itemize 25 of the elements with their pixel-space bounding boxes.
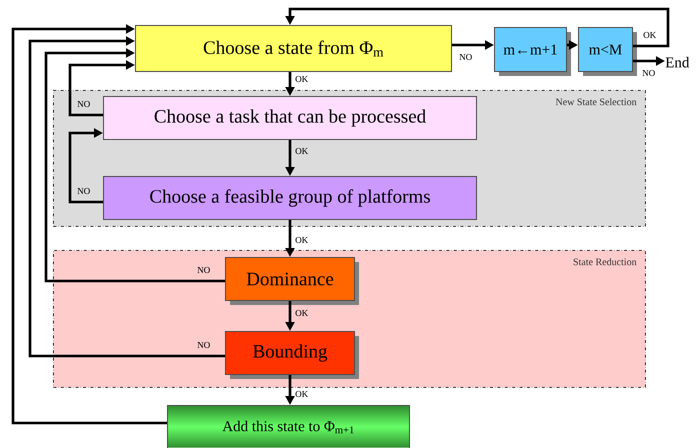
process-box: Choose a feasible group of platforms	[103, 176, 477, 220]
arrow	[12, 24, 167, 424]
edge-label: NO	[642, 70, 655, 76]
edge-label: OK	[296, 148, 308, 154]
process-box: Choose a task that can be processed	[103, 96, 477, 140]
arrow	[44, 48, 225, 282]
edge-label: OK	[296, 390, 308, 398]
end-label: End	[666, 56, 690, 68]
edge-label: NO	[459, 54, 472, 60]
edge-label: NO	[77, 188, 90, 194]
process-box: Bounding	[225, 331, 359, 379]
edge-label: OK	[296, 76, 308, 82]
edge-label: NO	[197, 266, 210, 274]
process-box: Add this state to Φ$_{m+1}$	[167, 405, 410, 448]
arrow	[68, 128, 103, 204]
edge-label: OK	[296, 310, 308, 316]
edge-label: OK	[644, 32, 656, 38]
edge-label: NO	[197, 342, 210, 348]
edge-label: NO	[77, 100, 90, 108]
process-box: m<M	[578, 27, 637, 76]
process-box: m←m+1	[494, 27, 571, 76]
process-box: Dominance	[225, 257, 359, 305]
edge-label: OK	[296, 236, 308, 244]
process-box: Choose a state from Φ$_{m}$	[135, 25, 452, 72]
arrow	[28, 36, 225, 358]
